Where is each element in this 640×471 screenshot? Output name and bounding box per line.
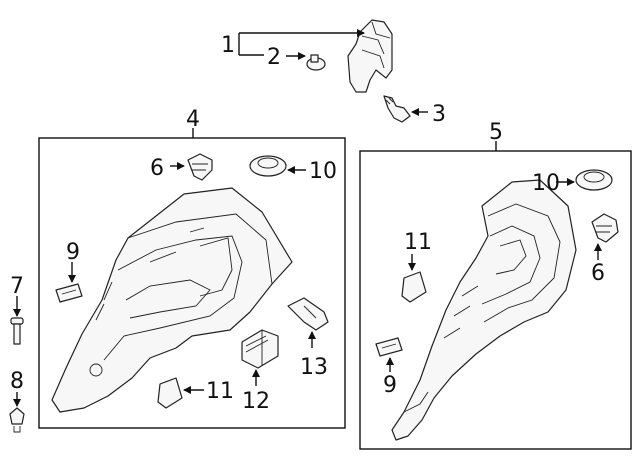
clip-6-right xyxy=(591,213,619,243)
callout-11-right: 11 xyxy=(404,230,432,255)
retainer-9-right xyxy=(375,337,403,357)
callout-6-left: 6 xyxy=(150,156,164,181)
clip-11-left xyxy=(157,377,183,409)
callout-12: 12 xyxy=(242,389,270,414)
callout-9-left: 9 xyxy=(66,240,80,265)
callout-1: 1 xyxy=(221,33,235,58)
retainer-9-left xyxy=(55,283,83,303)
screw-part xyxy=(383,95,411,123)
right-quarter-trim-panel xyxy=(391,179,577,441)
bracket-part xyxy=(347,19,393,93)
callout-10-left: 10 xyxy=(309,159,337,184)
callout-7: 7 xyxy=(10,274,24,299)
callout-13: 13 xyxy=(300,355,328,380)
hook-13 xyxy=(287,297,329,331)
group-box-left xyxy=(38,137,346,429)
grommet-10-right xyxy=(575,169,613,191)
callout-10-right: 10 xyxy=(532,171,560,196)
push-pin-part xyxy=(306,54,326,71)
callout-4: 4 xyxy=(186,107,200,132)
clip-11-right xyxy=(401,271,427,303)
callout-6-right: 6 xyxy=(591,261,605,286)
callout-9-right: 9 xyxy=(383,373,397,398)
callout-11-left: 11 xyxy=(206,379,234,404)
bracket-leader xyxy=(238,33,364,55)
grommet-10-left xyxy=(249,155,287,177)
nut-8 xyxy=(9,407,25,433)
callout-2: 2 xyxy=(267,45,281,70)
left-quarter-trim-panel xyxy=(51,187,293,413)
callout-5: 5 xyxy=(489,120,503,145)
callout-8: 8 xyxy=(10,369,24,394)
callout-3: 3 xyxy=(432,102,446,127)
clip-6-left xyxy=(187,153,213,181)
pocket-12 xyxy=(241,329,279,369)
screw-7 xyxy=(10,317,24,345)
